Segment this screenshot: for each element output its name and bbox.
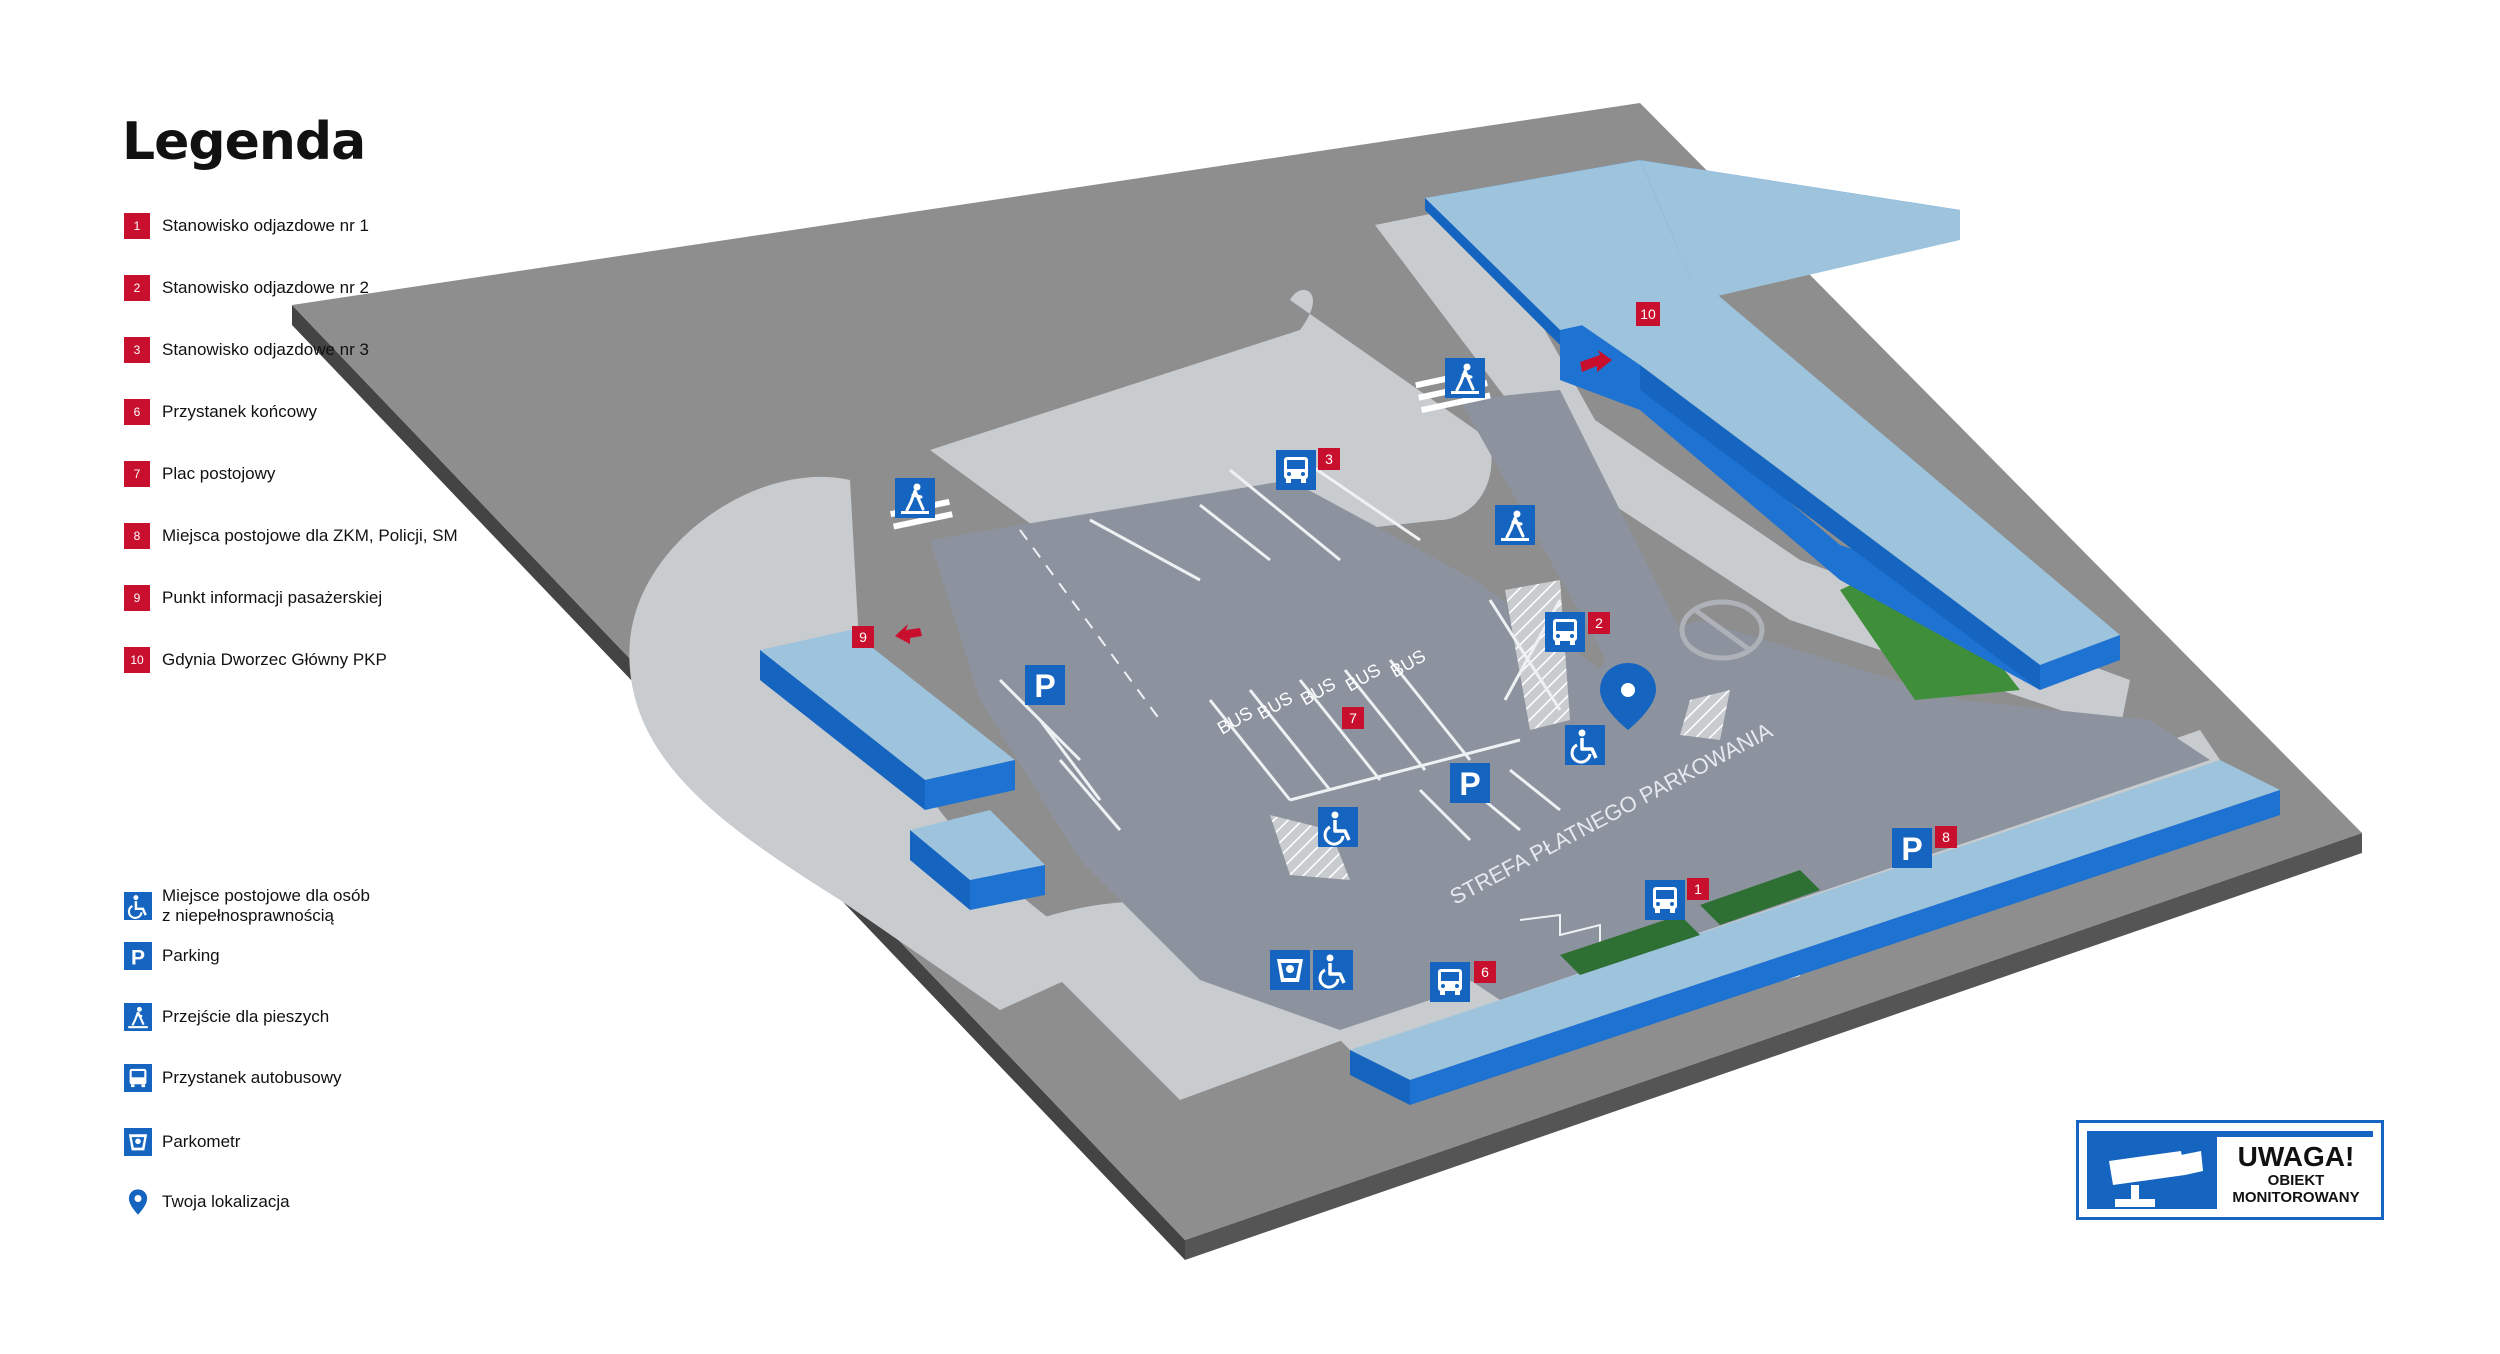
cctv-warning-sign: UWAGA! OBIEKT MONITOROWANY <box>2076 1120 2384 1220</box>
legend-label-2: Stanowisko odjazdowe nr 2 <box>162 278 369 297</box>
building-small-west <box>910 810 1045 910</box>
legend-label-8: Miejsca postojowe dla ZKM, Policji, SM <box>162 526 458 545</box>
legend-label-9: Punkt informacji pasażerskiej <box>162 588 383 607</box>
legend-symbol-label-parking: Parking <box>162 946 220 965</box>
badge-6: 6 <box>1474 961 1496 983</box>
legend-badge-10: 10 <box>124 647 150 673</box>
legend-symbol-label-crossing: Przejście dla pieszych <box>162 1007 330 1026</box>
location-pin-icon-legend <box>128 1189 148 1215</box>
legend-label-1: Stanowisko odjazdowe nr 1 <box>162 216 369 235</box>
badge-7: 7 <box>1342 707 1364 729</box>
roundabout-bar <box>1693 607 1752 653</box>
legend-symbol-label-wheelchair-1: Miejsce postojowe dla osób <box>162 886 370 905</box>
badge-2: 2 <box>1588 612 1610 634</box>
badge-1: 1 <box>1687 878 1709 900</box>
svg-text:P: P <box>1459 766 1480 802</box>
legend-badge-7: 7 <box>124 461 150 487</box>
svg-text:1: 1 <box>1694 881 1702 897</box>
hatched-area-east <box>1680 690 1730 740</box>
legend-symbol-label-bus-stop: Przystanek autobusowy <box>162 1068 342 1087</box>
legend-title: Legenda <box>122 112 366 172</box>
legend-symbol-label-meter: Parkometr <box>162 1132 241 1151</box>
parking-lines <box>998 463 1562 842</box>
legend-symbol-label-wheelchair-2: z niepełnosprawnością <box>162 906 334 925</box>
building-info-point <box>760 630 1015 810</box>
roundabout-marking <box>1679 599 1765 661</box>
legend-symbol-crossing: Przejście dla pieszych <box>124 1003 329 1031</box>
legend-symbol-bus-stop: Przystanek autobusowy <box>124 1064 342 1092</box>
parking-icon-west: P <box>1025 665 1065 705</box>
wheelchair-icon-1 <box>1563 723 1607 767</box>
svg-text:P: P <box>1901 831 1922 867</box>
legend-item-9: 9 Punkt informacji pasażerskiej <box>124 584 382 612</box>
warning-line-3: MONITOROWANY <box>2232 1189 2360 1206</box>
svg-text:P: P <box>1034 668 1055 704</box>
legend-item-3: 3 Stanowisko odjazdowe nr 3 <box>124 336 369 364</box>
parking-icon-east: P <box>1892 828 1932 868</box>
wheelchair-icon-3 <box>1311 948 1355 992</box>
bus-stop-icon <box>124 1064 152 1092</box>
legend-item-2: 2 Stanowisko odjazdowe nr 2 <box>124 274 369 302</box>
parking-meter-icon-map <box>1270 950 1310 990</box>
legend-item-7: 7 Plac postojowy <box>124 460 275 488</box>
svg-text:8: 8 <box>1942 829 1950 845</box>
badge-9: 9 <box>852 626 874 648</box>
svg-text:6: 6 <box>1481 964 1489 980</box>
legend-badge-1: 1 <box>124 213 150 239</box>
warning-line-2: OBIEKT <box>2267 1172 2325 1189</box>
svg-text:3: 3 <box>1325 451 1333 467</box>
legend-badge-3: 3 <box>124 337 150 363</box>
legend-symbol-label-location: Twoja lokalizacja <box>162 1192 290 1211</box>
svg-text:10: 10 <box>1640 306 1656 322</box>
legend-badge-8: 8 <box>124 523 150 549</box>
bus-stop-icon-1 <box>1645 880 1685 920</box>
legend-symbol-wheelchair: Miejsce postojowe dla osób z niepełnospr… <box>124 886 370 926</box>
building-railway-station <box>1425 160 2120 690</box>
pedestrian-crossing-icon <box>124 1003 152 1031</box>
legend-label-10: Gdynia Dworzec Główny PKP <box>162 650 387 669</box>
svg-text:2: 2 <box>1595 615 1603 631</box>
wheelchair-icon-2 <box>1316 805 1360 849</box>
cctv-camera-icon <box>2109 1151 2203 1207</box>
location-pin-dot <box>1621 683 1635 697</box>
bus-stop-icon-3 <box>1276 450 1316 490</box>
legend-item-10: 10 Gdynia Dworzec Główny PKP <box>124 646 387 674</box>
bus-stop-icon-2 <box>1545 612 1585 652</box>
warning-title: UWAGA! <box>2237 1141 2355 1172</box>
building-south-platform <box>1350 760 2280 1105</box>
badge-3: 3 <box>1318 448 1340 470</box>
legend-label-6: Przystanek końcowy <box>162 402 317 421</box>
parking-meter-icon <box>124 1128 152 1156</box>
svg-text:P: P <box>131 946 145 969</box>
legend-symbol-location: Twoja lokalizacja <box>124 1188 290 1216</box>
svg-text:9: 9 <box>859 629 867 645</box>
legend-item-1: 1 Stanowisko odjazdowe nr 1 <box>124 212 369 240</box>
legend-badge-2: 2 <box>124 275 150 301</box>
legend-badge-6: 6 <box>124 399 150 425</box>
legend-label-3: Stanowisko odjazdowe nr 3 <box>162 340 369 359</box>
parking-icon-center: P <box>1450 763 1490 803</box>
lane-divider <box>1019 529 1161 721</box>
bench-2 <box>1700 870 1820 925</box>
pedestrian-crossing-icon-center <box>1493 503 1537 547</box>
legend-symbol-meter: Parkometr <box>124 1128 240 1156</box>
legend-label-7: Plac postojowy <box>162 464 276 483</box>
base-slab-side-right <box>1185 833 2362 1260</box>
badge-10: 10 <box>1636 302 1660 326</box>
wheelchair-icon <box>124 892 152 920</box>
bench-1 <box>1560 915 1700 975</box>
parking-icon: P <box>124 942 152 970</box>
legend-item-6: 6 Przystanek końcowy <box>124 398 317 426</box>
svg-text:7: 7 <box>1349 710 1357 726</box>
legend-badge-9: 9 <box>124 585 150 611</box>
legend-symbol-parking: P Parking <box>124 942 220 970</box>
bus-stop-icon-6 <box>1430 962 1470 1002</box>
entrance-arrow-info <box>895 624 922 644</box>
pedestrian-crossing-icon-north <box>1443 356 1487 400</box>
pedestrian-crossing-icon-west <box>893 476 937 520</box>
badge-8: 8 <box>1935 826 1957 848</box>
legend-item-8: 8 Miejsca postojowe dla ZKM, Policji, SM <box>124 522 458 550</box>
entrance-arrow-station <box>1580 350 1612 372</box>
